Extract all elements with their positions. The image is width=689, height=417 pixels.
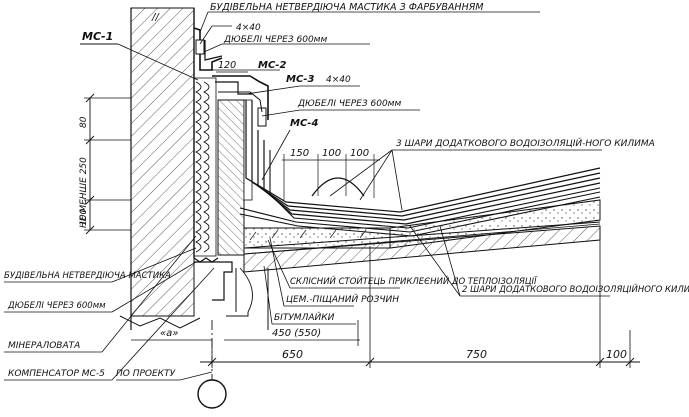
label-dim-450: 450 (550) [272,328,321,339]
label-left-mastic: БУДІВЕЛЬНА НЕТВЕРДІЮЧА МАСТИКА [4,271,171,281]
label-dim-150: 150 [290,148,309,159]
label-mineral-wool: МІНЕРАЛОВАТА [8,341,80,351]
label-three-layers: 3 ШАРИ ДОДАТКОВОГО ВОДОІЗОЛЯЦІЙ-НОГО КИЛ… [396,137,655,149]
parapet-wall: // [119,7,201,330]
label-dim-120: 120 [218,60,236,71]
dimension-lines [84,71,640,368]
label-strip-4x40-top: 4×40 [236,23,261,33]
upstand-panel [217,99,253,256]
label-top-mastic: БУДІВЕЛЬНА НЕТВЕРДІЮЧА МАСТИКА З ФАРБУВА… [210,2,484,13]
label-dowels-600-mid: ДЮБЕЛІ ЧЕРЕЗ 600мм [297,99,401,109]
label-mc3: МС-3 [286,74,314,85]
label-dim-650: 650 [282,348,303,361]
label-mc1: МС-1 [82,30,113,43]
label-strip-4x40-mid: 4×40 [326,75,351,85]
label-glass-fence: СКЛІСНИЙ СТОЙТЕЦЬ ПРИКЛЕЄНИЙ ДО ТЕПЛОІЗО… [290,275,538,287]
label-dim-100-a: 100 [322,148,341,159]
label-dim-750: 750 [466,348,487,361]
label-left-dowels: ДЮБЕЛІ ЧЕРЕЗ 600мм [7,301,106,311]
label-mc2: МС-2 [258,60,286,71]
label-vert-100: 100 [79,209,89,226]
label-vert-min-250: НЕ МЕНШЕ 250 [79,157,89,228]
top-flashing [193,27,269,127]
label-dim-100-b: 100 [350,148,369,159]
label-vert-80: 80 [79,116,89,128]
label-per-project: ПО ПРОЕКТУ [116,369,176,379]
roof-membrane-layers [239,100,601,237]
annotation-labels: БУДІВЕЛЬНА НЕТВЕРДІЮЧА МАСТИКА З ФАРБУВА… [4,2,689,379]
compensator-ms5 [193,257,269,330]
label-bitumen: БІТУМЛАЙКИ [274,311,335,323]
label-two-layers: 2 ШАРИ ДОДАТКОВОГО ВОДОІЗОЛЯЦІЙНОГО КИЛИ… [462,283,689,295]
axis-marker [197,320,227,409]
leader-lines [4,11,610,381]
label-cement-sand: ЦЕМ.-ПІЩАНИЙ РОЗЧИН [286,293,399,305]
label-mc4: МС-4 [290,118,318,129]
label-dowels-600-top: ДЮБЕЛІ ЧЕРЕЗ 600мм [223,35,327,45]
svg-text://: // [151,12,160,23]
label-dim-100-c: 100 [606,348,627,361]
mineral-wool-insulation [193,77,217,257]
label-compensator: КОМПЕНСАТОР МС-5 [8,369,105,379]
label-a-mark: «а» [160,328,178,339]
